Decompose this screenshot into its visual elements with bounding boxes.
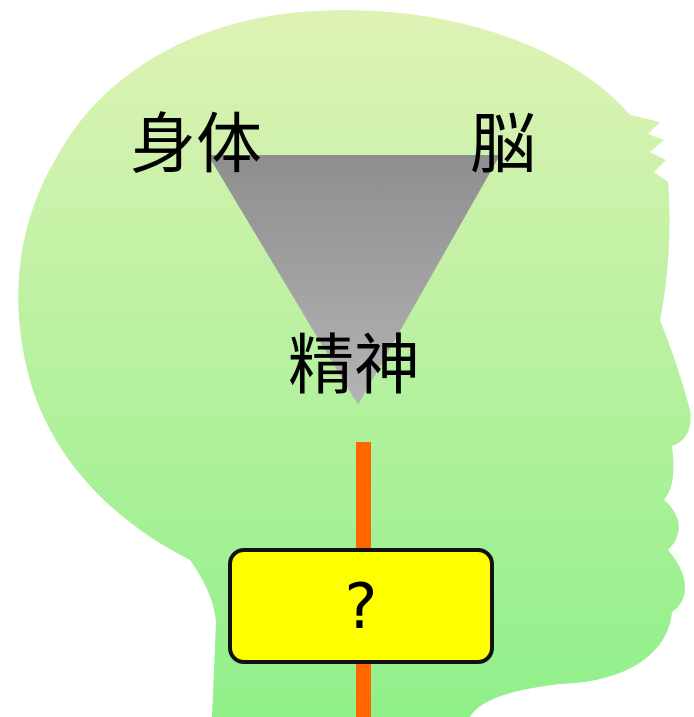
mind-triangle [208, 155, 500, 405]
brain-label: 脳 [470, 106, 536, 183]
spirit-label: 精神 [288, 327, 420, 404]
question-box: ? [228, 548, 494, 664]
question-mark: ? [344, 569, 378, 643]
body-label: 身体 [130, 106, 262, 183]
